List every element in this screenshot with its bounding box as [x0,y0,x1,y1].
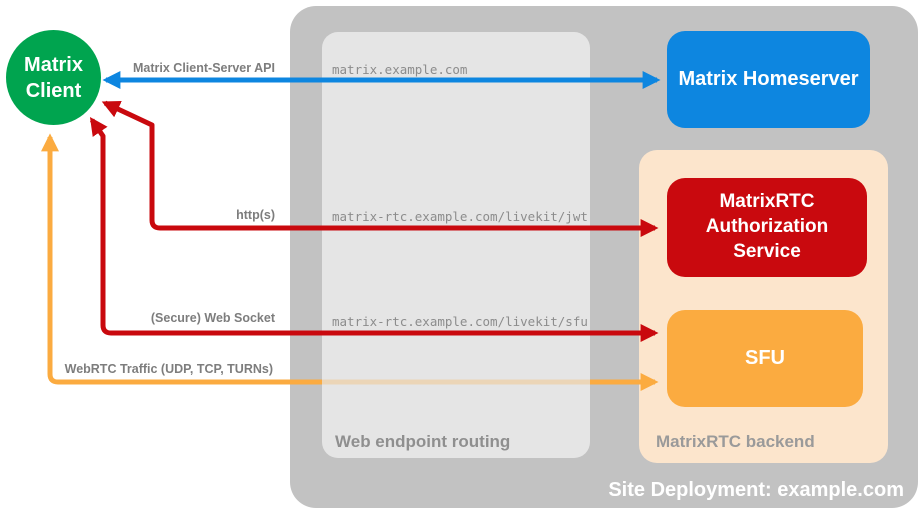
endpoint-livekit-jwt: matrix-rtc.example.com/livekit/jwt [332,209,588,224]
matrixrtc-backend-label: MatrixRTC backend [656,432,815,451]
edge-label-https: http(s) [236,208,275,222]
matrix-homeserver-label: Matrix Homeserver [678,68,859,90]
edge-label-web-socket: (Secure) Web Socket [150,311,275,325]
sfu-node: SFU [667,310,863,407]
sfu-label: SFU [745,347,785,369]
endpoint-livekit-sfu: matrix-rtc.example.com/livekit/sfu [332,314,588,329]
matrixrtc-authorization-service-node: MatrixRTC Authorization Service [667,178,867,277]
arrow-webrtc-traffic-left [41,133,322,385]
matrixrtc-authorization-service-label: MatrixRTC Authorization Service [705,191,829,262]
matrix-homeserver-node: Matrix Homeserver [667,31,870,128]
site-deployment-label: Site Deployment: example.com [608,479,904,501]
edge-label-client-server-api: Matrix Client-Server API [133,61,275,75]
matrix-client-node: Matrix Client [6,30,101,125]
endpoint-matrix-example-com: matrix.example.com [332,62,468,77]
web-endpoint-routing-label: Web endpoint routing [335,432,511,451]
matrix-client-label: Matrix Client [24,53,83,102]
web-endpoint-routing-box: Web endpoint routing [322,32,590,458]
edge-label-webrtc-traffic: WebRTC Traffic (UDP, TCP, TURNs) [64,362,273,376]
